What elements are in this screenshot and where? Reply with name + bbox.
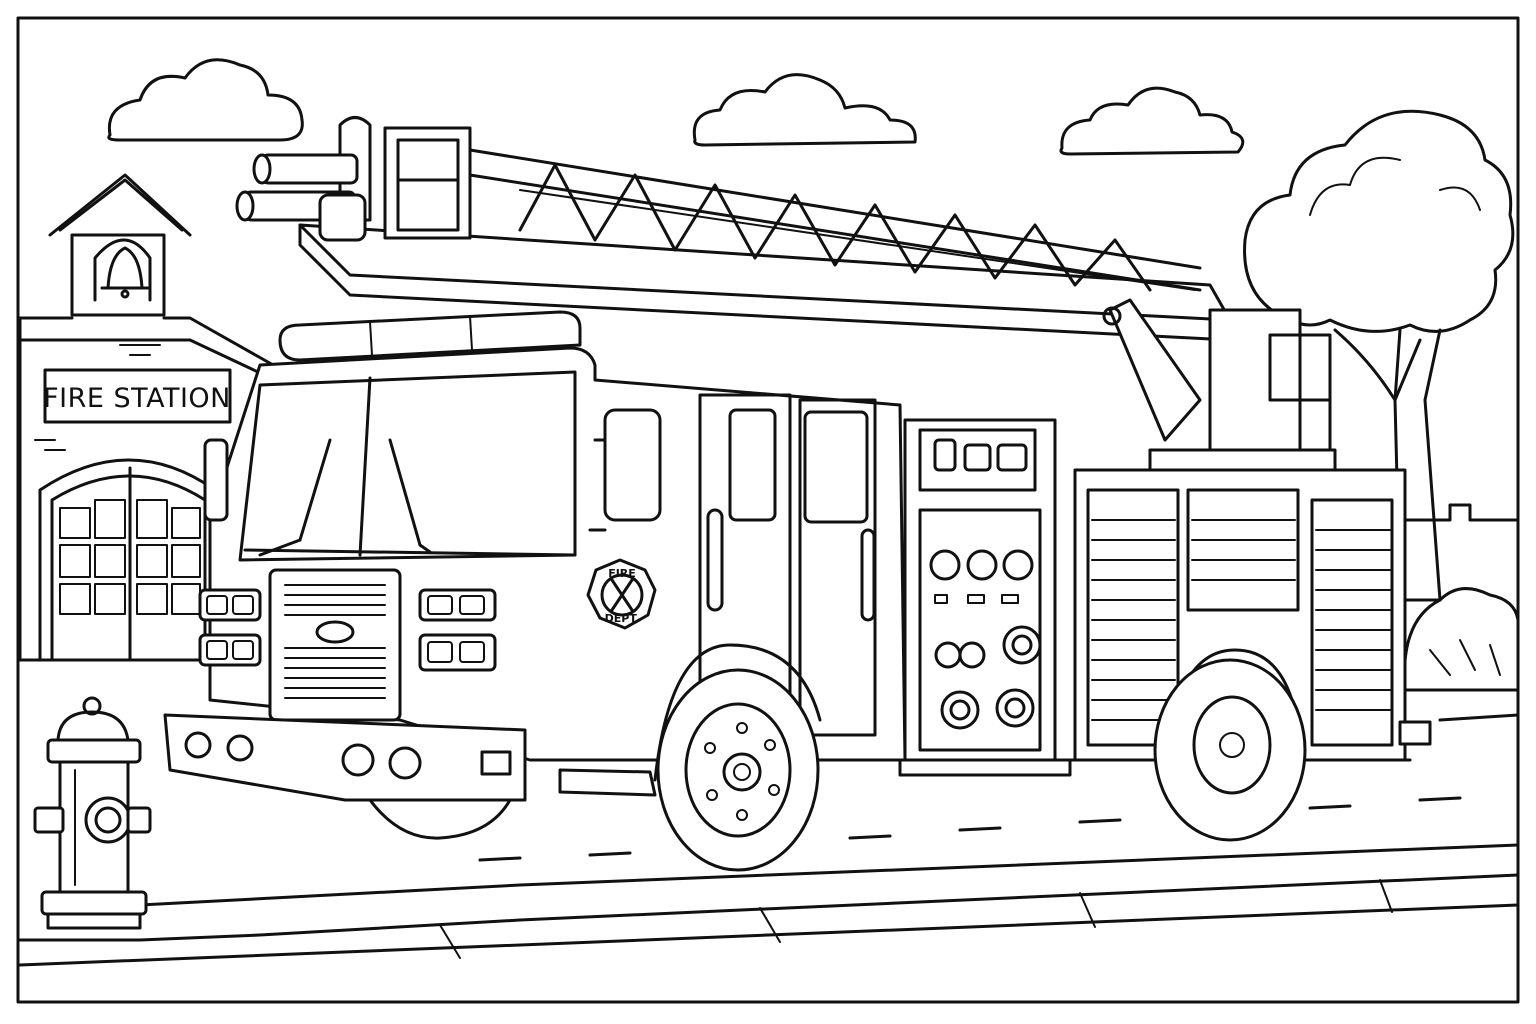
grille: [268, 568, 402, 722]
rear-wheel: [1153, 648, 1307, 842]
roll-shutter-lines: [1091, 519, 1391, 721]
station-sign: [43, 368, 232, 424]
front-bumper: [163, 713, 527, 802]
front-wheel: [653, 643, 822, 872]
lug-nuts: [704, 722, 780, 821]
headlight-left: [198, 588, 262, 667]
fire-dept-badge-icon: FIRE DEPT.: [586, 558, 657, 630]
badge-top-text: FIRE: [608, 567, 636, 580]
cab: FIRE DEPT.: [163, 346, 1072, 802]
station-sign-text: FIRE STATION: [43, 383, 231, 414]
street: [18, 658, 1520, 967]
bell-icon: [100, 246, 150, 299]
curb-joints: [439, 879, 1393, 959]
page-border: [16, 16, 1520, 1004]
bush: [1402, 587, 1520, 692]
headlight-right: [418, 588, 497, 672]
lane-dashes: [478, 796, 1462, 862]
cloud-left: [107, 58, 304, 142]
aerial-ladder: [235, 116, 1337, 472]
nozzle-icon: [235, 153, 367, 242]
cloud-middle: [692, 73, 917, 147]
cloud-right: [1059, 86, 1245, 156]
rear-body: [898, 418, 1432, 762]
fire-truck: FIRE DEPT.: [163, 116, 1432, 872]
pressure-gauge-icon: [929, 549, 1034, 581]
fire-hydrant: [33, 696, 152, 930]
badge-bottom-text: DEPT.: [605, 612, 640, 625]
pump-panel: [918, 428, 1042, 752]
front-left-wheel: [368, 798, 512, 840]
light-bar: [278, 310, 582, 362]
